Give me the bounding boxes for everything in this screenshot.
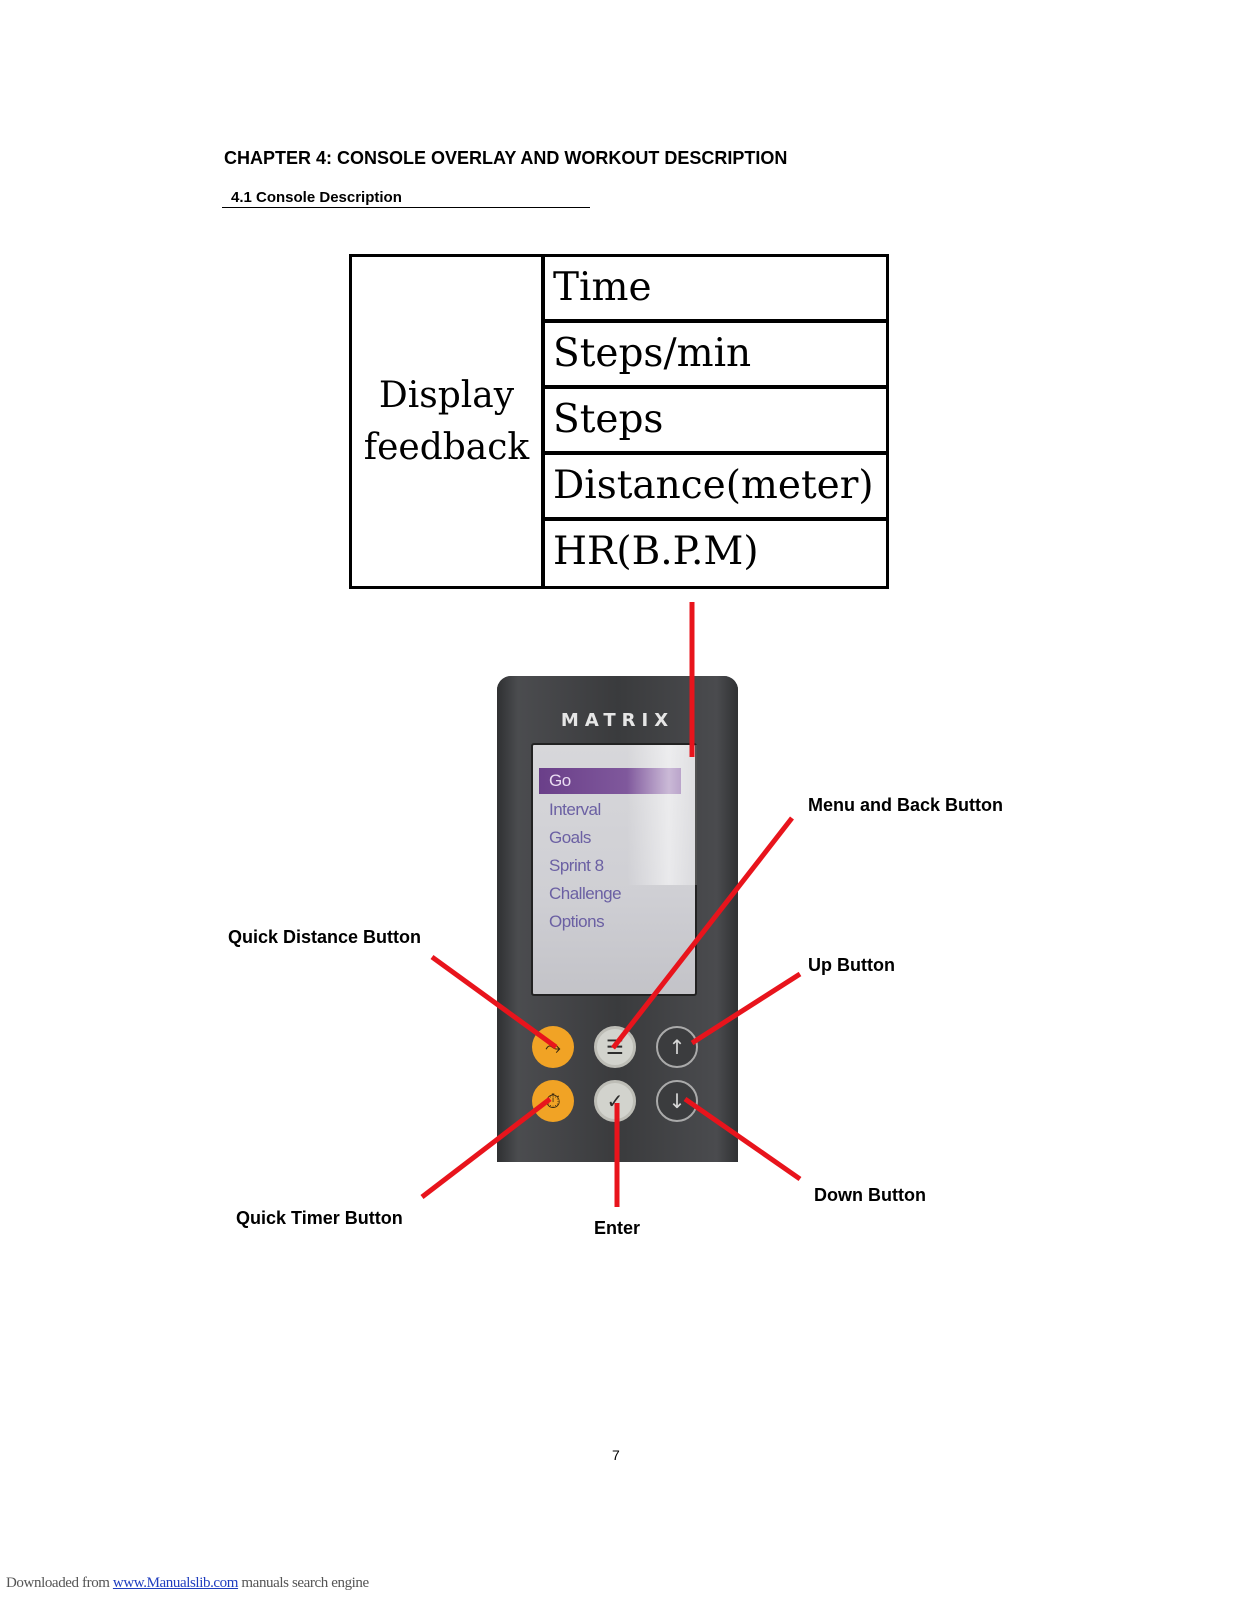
- menu-item-challenge[interactable]: Challenge: [549, 884, 622, 903]
- label-down: Down Button: [814, 1185, 926, 1205]
- menu-item-sprint-8[interactable]: Sprint 8: [549, 856, 604, 875]
- label-quick-timer: Quick Timer Button: [236, 1208, 403, 1228]
- route-icon: ⤳: [545, 1035, 561, 1059]
- brand-logo: MATRIX: [560, 710, 675, 731]
- display-feedback-table: Display feedback Time Steps/min Steps Di…: [349, 254, 889, 589]
- menu-item-interval[interactable]: Interval: [549, 800, 601, 819]
- feedback-row-time: Time: [545, 257, 886, 323]
- feedback-rows: Time Steps/min Steps Distance(meter) HR(…: [545, 257, 886, 586]
- checkmark-icon: ✓: [606, 1089, 624, 1113]
- display-feedback-label: Display feedback: [352, 257, 545, 586]
- menu-item-goals[interactable]: Goals: [549, 828, 591, 847]
- console-screen: Go Interval Goals Sprint 8 Challenge Opt…: [531, 743, 697, 996]
- arrow-down-icon: ↓: [668, 1089, 686, 1113]
- up-button[interactable]: ↑: [656, 1026, 698, 1068]
- enter-button[interactable]: ✓: [594, 1080, 636, 1122]
- footer-link[interactable]: www.Manualslib.com: [112, 1575, 239, 1591]
- display-feedback-label-line2: feedback: [363, 426, 530, 468]
- label-menu-back: Menu and Back Button: [808, 795, 1004, 815]
- footer-prefix: Downloaded from: [6, 1575, 113, 1591]
- quick-distance-button[interactable]: ⤳: [532, 1026, 574, 1068]
- quick-timer-button[interactable]: ⏱: [532, 1080, 574, 1122]
- menu-back-button[interactable]: ☰: [594, 1026, 636, 1068]
- section-heading: 4.1 Console Description: [222, 189, 590, 208]
- footer-suffix: manuals search engine: [238, 1575, 369, 1591]
- feedback-row-steps: Steps: [545, 389, 886, 455]
- label-enter: Enter: [594, 1218, 641, 1238]
- display-feedback-label-line1: Display: [378, 374, 515, 416]
- page-number: 7: [612, 1447, 620, 1463]
- footer: Downloaded from www.Manualslib.com manua…: [6, 1575, 369, 1592]
- menu-item-options[interactable]: Options: [549, 912, 605, 931]
- chapter-title: CHAPTER 4: CONSOLE OVERLAY AND WORKOUT D…: [224, 148, 788, 168]
- stopwatch-icon: ⏱: [545, 1089, 561, 1113]
- label-up: Up Button: [808, 955, 895, 975]
- arrow-up-icon: ↑: [668, 1035, 686, 1059]
- console-photo: MATRIX Go Interval Goals Sprint 8 Challe…: [497, 676, 738, 1162]
- list-icon: ☰: [606, 1035, 624, 1059]
- feedback-row-steps-per-min: Steps/min: [545, 323, 886, 389]
- feedback-row-heart-rate: HR(B.P.M): [553, 529, 759, 574]
- feedback-row-distance: Distance(meter): [545, 455, 886, 521]
- down-button[interactable]: ↓: [656, 1080, 698, 1122]
- label-quick-distance: Quick Distance Button: [228, 927, 422, 947]
- screen-glare: [627, 745, 697, 885]
